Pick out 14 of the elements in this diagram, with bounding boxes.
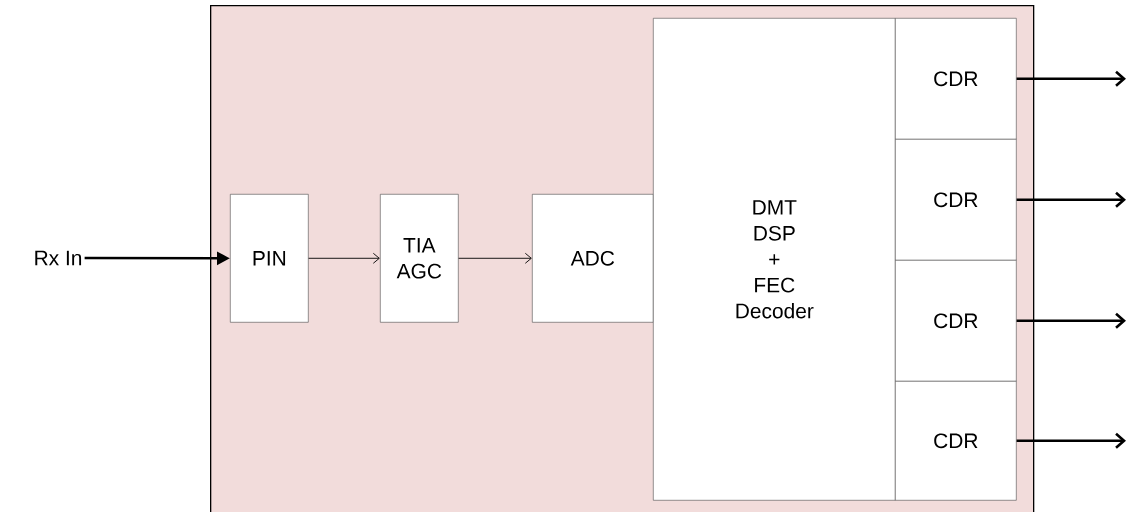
block-box: PIN [230,194,309,323]
block-box: CDR [895,139,1017,261]
block-box: CDR [895,260,1017,382]
arrow [1016,312,1126,329]
arrow [1016,432,1126,449]
block-box: CDR [895,18,1017,140]
block-box: TIA AGC [380,194,459,323]
block-box: ADC [532,194,654,323]
arrow [458,252,532,264]
arrow [308,252,380,264]
arrow [1016,70,1126,87]
input-label: Rx In [35,250,82,266]
block-box: CDR [895,381,1017,501]
arrow [1016,191,1126,208]
